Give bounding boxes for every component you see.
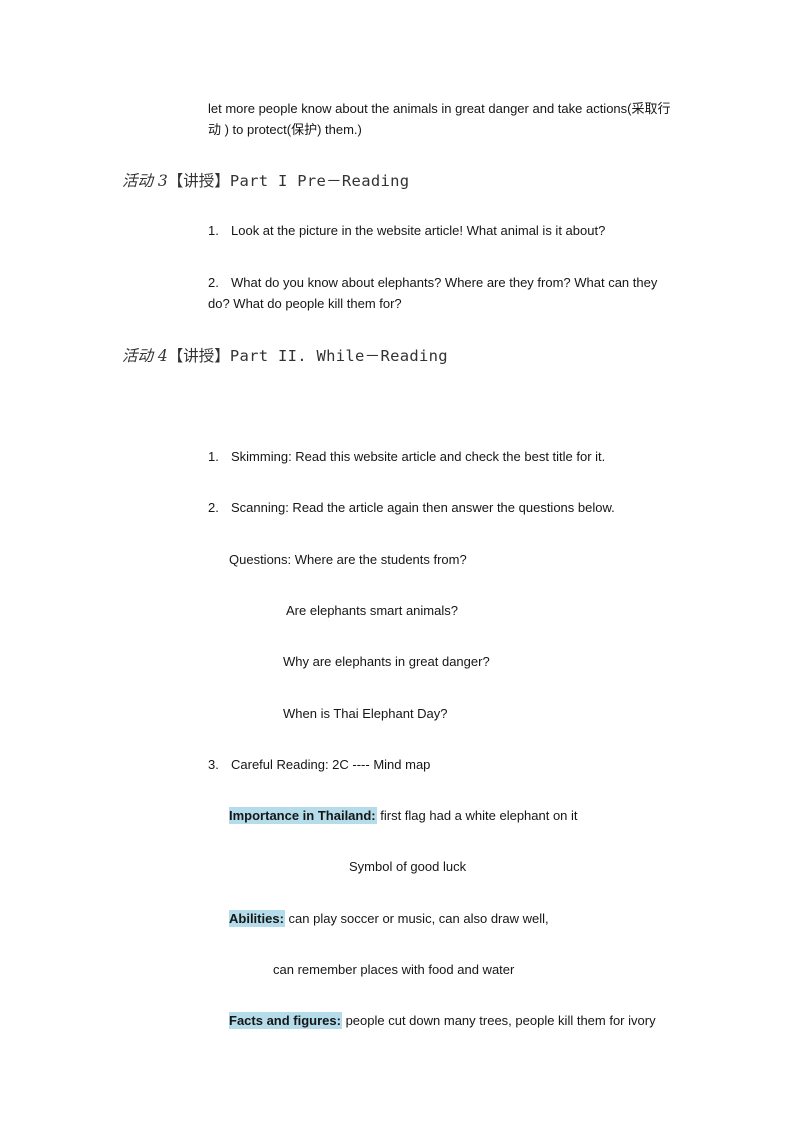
- list-item-while-2: 2. Scanning: Read the article again then …: [208, 497, 615, 518]
- activity-3-title: Part I Pre－Reading: [229, 172, 410, 190]
- list-text: Skimming: Read this website article and …: [231, 449, 606, 464]
- mindmap-abilities-text: can play soccer or music, can also draw …: [284, 911, 549, 926]
- list-item-pre-1: 1. Look at the picture in the website art…: [208, 220, 605, 241]
- list-item-while-1: 1. Skimming: Read this website article an…: [208, 446, 605, 467]
- list-text: Look at the picture in the website artic…: [231, 223, 606, 238]
- activity-3-label: 活动 3: [122, 172, 168, 190]
- activity-4-heading: 活动 4【讲授】Part II. While－Reading: [122, 345, 448, 368]
- mindmap-abilities-label: Abilities:: [229, 910, 285, 927]
- activity-4-title: Part II. While－Reading: [229, 347, 448, 365]
- mindmap-abilities-extra: can remember places with food and water: [273, 962, 515, 977]
- intro-line-2: 动 ) to protect(保护) them.): [208, 122, 362, 137]
- mindmap-importance-extra: Symbol of good luck: [349, 859, 467, 874]
- list-item-pre-2-cont: do? What do people kill them for?: [208, 296, 402, 311]
- list-text: Scanning: Read the article again then an…: [231, 500, 615, 515]
- activity-4-tag: 【讲授】: [167, 347, 230, 365]
- mindmap-facts: Facts and figures: people cut down many …: [229, 1010, 656, 1031]
- question-4: When is Thai Elephant Day?: [283, 706, 448, 721]
- activity-3-heading: 活动 3【讲授】Part I Pre－Reading: [122, 170, 409, 193]
- activity-4-label: 活动 4: [122, 347, 168, 365]
- list-text: What do you know about elephants? Where …: [231, 275, 658, 290]
- mindmap-facts-label: Facts and figures:: [229, 1012, 342, 1029]
- list-number: 2.: [208, 275, 219, 290]
- list-item-while-3: 3. Careful Reading: 2C ---- Mind map: [208, 754, 430, 775]
- question-1: Questions: Where are the students from?: [229, 552, 467, 567]
- question-3: Why are elephants in great danger?: [283, 654, 490, 669]
- mindmap-importance: Importance in Thailand: first flag had a…: [229, 805, 578, 826]
- list-number: 2.: [208, 500, 219, 515]
- question-2: Are elephants smart animals?: [286, 603, 458, 618]
- list-number: 3.: [208, 757, 219, 772]
- list-number: 1.: [208, 449, 219, 464]
- list-number: 1.: [208, 223, 219, 238]
- list-text: Careful Reading: 2C ---- Mind map: [231, 757, 431, 772]
- mindmap-importance-label: Importance in Thailand:: [229, 807, 377, 824]
- mindmap-facts-text: people cut down many trees, people kill …: [341, 1013, 656, 1028]
- activity-3-tag: 【讲授】: [167, 172, 230, 190]
- list-item-pre-2: 2. What do you know about elephants? Wher…: [208, 272, 657, 293]
- intro-line-1: let more people know about the animals i…: [208, 101, 671, 116]
- mindmap-importance-text: first flag had a white elephant on it: [376, 808, 578, 823]
- mindmap-abilities: Abilities: can play soccer or music, can…: [229, 908, 549, 929]
